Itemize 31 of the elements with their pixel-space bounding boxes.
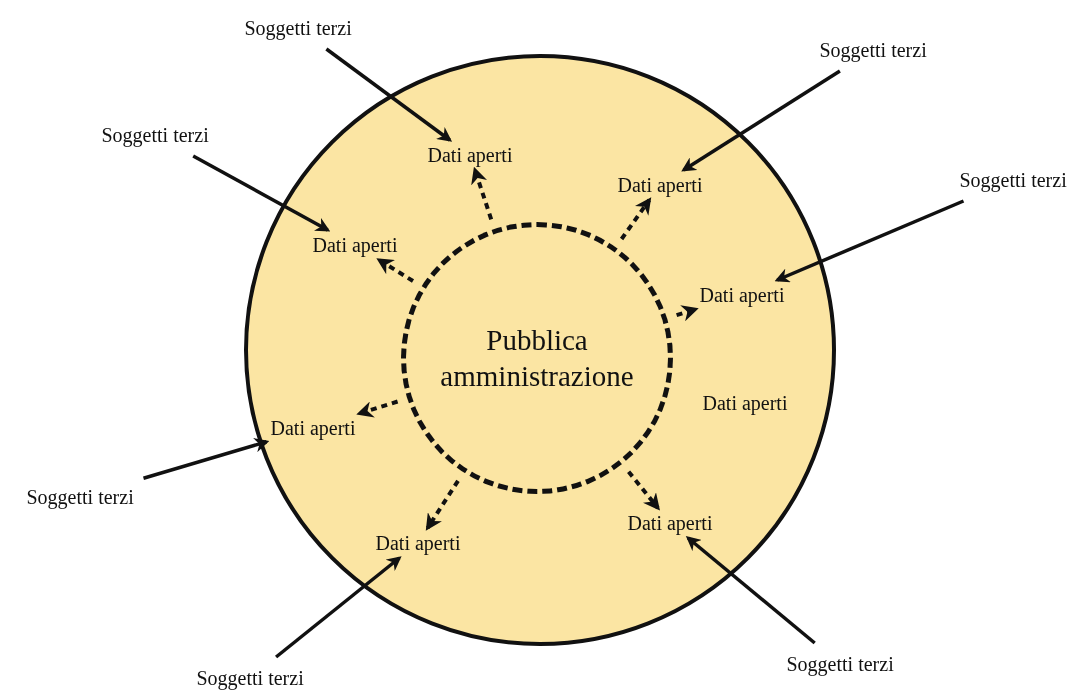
node-label: Soggetti terzi <box>26 486 134 508</box>
arrow <box>275 556 402 659</box>
dashed-arrow <box>627 470 660 511</box>
arrow <box>143 438 270 480</box>
dashed-arrow <box>619 197 652 241</box>
node-label: Dati aperti <box>617 174 703 196</box>
node-label: Dati aperti <box>427 144 513 166</box>
node-label: Dati aperti <box>375 532 461 554</box>
node-label: Dati aperti <box>627 512 713 534</box>
node-label: Soggetti terzi <box>819 39 927 61</box>
node-label: Soggetti terzi <box>101 124 209 146</box>
node-label: Soggetti terzi <box>196 667 304 689</box>
arrow <box>192 154 331 232</box>
node-label: Dati aperti <box>312 234 398 256</box>
dashed-arrow <box>676 305 699 322</box>
node-label: Soggetti terzi <box>244 17 352 39</box>
node-label: Soggetti terzi <box>786 653 894 675</box>
arrow <box>681 69 841 172</box>
arrow <box>325 47 453 142</box>
node-label: Dati aperti <box>702 392 788 414</box>
dashed-arrow <box>425 479 460 531</box>
dashed-circle <box>401 222 673 494</box>
circle-label: Pubblica amministrazione <box>439 322 635 394</box>
dashed-arrow <box>356 399 399 418</box>
dashed-arrow <box>376 258 415 283</box>
node-label: Dati aperti <box>270 417 356 439</box>
node-label: Dati aperti <box>699 284 785 306</box>
arrow <box>685 536 816 645</box>
arrow <box>774 199 965 283</box>
dashed-arrow <box>471 166 494 221</box>
node-label: Soggetti terzi <box>959 169 1067 191</box>
